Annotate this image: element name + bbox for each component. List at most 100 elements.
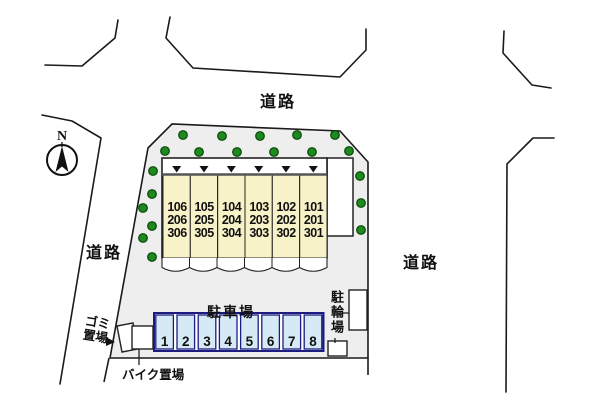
tree-icon [356,225,366,235]
unit-stack-101: 101 201 301 [300,201,328,240]
trees [138,130,366,262]
tree-icon [269,147,279,157]
unit-cell [217,174,246,259]
balcony-dividers [189,258,300,268]
road-line-top-right [502,30,552,89]
tree-icon [217,131,227,141]
parking-space-number: 6 [266,334,275,349]
parking-space [239,314,259,350]
tree-icon [355,171,365,181]
tree-icon [138,203,148,213]
entrance-triangle-icon [199,166,209,173]
parking-space-number: 7 [288,334,296,349]
parking-spaces [155,314,323,350]
parking-area [153,312,325,352]
entrance-triangle-icon [226,166,236,173]
bicycle-shelter-small [327,340,348,357]
tree-icon [307,147,317,157]
unit-number: 105 [194,200,214,214]
unit-number: 201 [303,213,324,227]
unit-stack-106: 106 206 306 [163,201,191,240]
unit-stack-104: 104 204 304 [218,201,246,240]
parking-space-number: 8 [309,334,317,349]
unit-stack-105: 105 205 305 [190,201,218,240]
parking-space [176,314,196,350]
tree-icon [178,130,188,140]
unit-number: 102 [276,200,296,214]
unit-cell [299,174,328,259]
parking-space-number: 2 [182,334,190,349]
unit-number: 202 [276,213,296,227]
tree-icon [160,146,170,156]
tree-icon [147,252,157,262]
building-annex [326,157,354,237]
unit-number: 203 [249,213,269,227]
bicycle-shelter-large [348,289,368,331]
unit-number: 302 [276,226,296,240]
tree-icon [147,189,157,199]
parking-space [282,314,302,350]
parking-space-number: 3 [203,334,211,349]
entrance-triangle-icon [308,166,318,173]
parking-space [303,314,323,350]
bicycle-parking-label: 駐輪場 [329,290,344,335]
unit-number: 306 [167,226,187,240]
entrance-triangle-icon [281,166,291,173]
tree-icon [148,166,158,176]
unit-number: 304 [221,226,242,240]
tree-icon [344,146,354,156]
tree-icon [147,221,157,231]
parking-space-number: 4 [224,334,232,349]
parking-lot-label: 駐車場 [207,304,255,320]
unit-cells [162,174,328,259]
unit-number: 101 [303,200,324,214]
motorcycle-area-label: バイク置場 [122,368,185,382]
parking-space-number: 5 [245,334,254,349]
road-label-left: 道路 [86,245,123,262]
road-label-top: 道路 [260,94,297,111]
parking-space [197,314,217,350]
compass-icon [46,142,78,176]
entrance-triangle-icon [172,166,182,173]
road-line-left [41,114,102,385]
unit-stack-102: 102 202 302 [272,201,300,240]
road-lines [41,16,555,393]
tree-icon [194,147,204,157]
compass-north-label: N [56,129,68,144]
unit-number: 204 [221,213,242,227]
unit-number: 205 [194,213,214,227]
road-label-right: 道路 [403,255,440,272]
tree-icon [255,131,265,141]
unit-cell [189,174,219,259]
road-line-top-center [165,16,367,78]
unit-cell [271,174,301,259]
parking-space-number: 1 [160,334,169,349]
site-boundary-extension-left [103,357,110,383]
unit-number: 106 [167,200,187,214]
unit-number: 301 [303,226,324,240]
garbage-area-label: ゴミ置場 [81,313,112,346]
parking-space [218,314,238,350]
tree-icon [330,130,340,140]
tree-icon [138,233,148,243]
unit-number: 305 [194,226,214,240]
entrance-triangle-icon [254,166,264,173]
unit-number: 303 [249,226,269,240]
unit-stack-103: 103 203 303 [245,201,273,240]
parking-space [261,314,281,350]
tree-icon [232,147,242,157]
road-line-right [505,137,555,393]
building [161,157,354,272]
motorcycle-box [131,325,154,350]
parking-space [155,314,175,350]
unit-cell [162,174,191,259]
road-line-top-left [44,19,119,67]
garbage-pointer-icon [106,337,115,346]
tree-icon [356,198,366,208]
entrance-markers [172,166,318,173]
tree-icon [292,130,302,140]
unit-number: 104 [221,200,242,214]
unit-number: 103 [249,200,269,214]
